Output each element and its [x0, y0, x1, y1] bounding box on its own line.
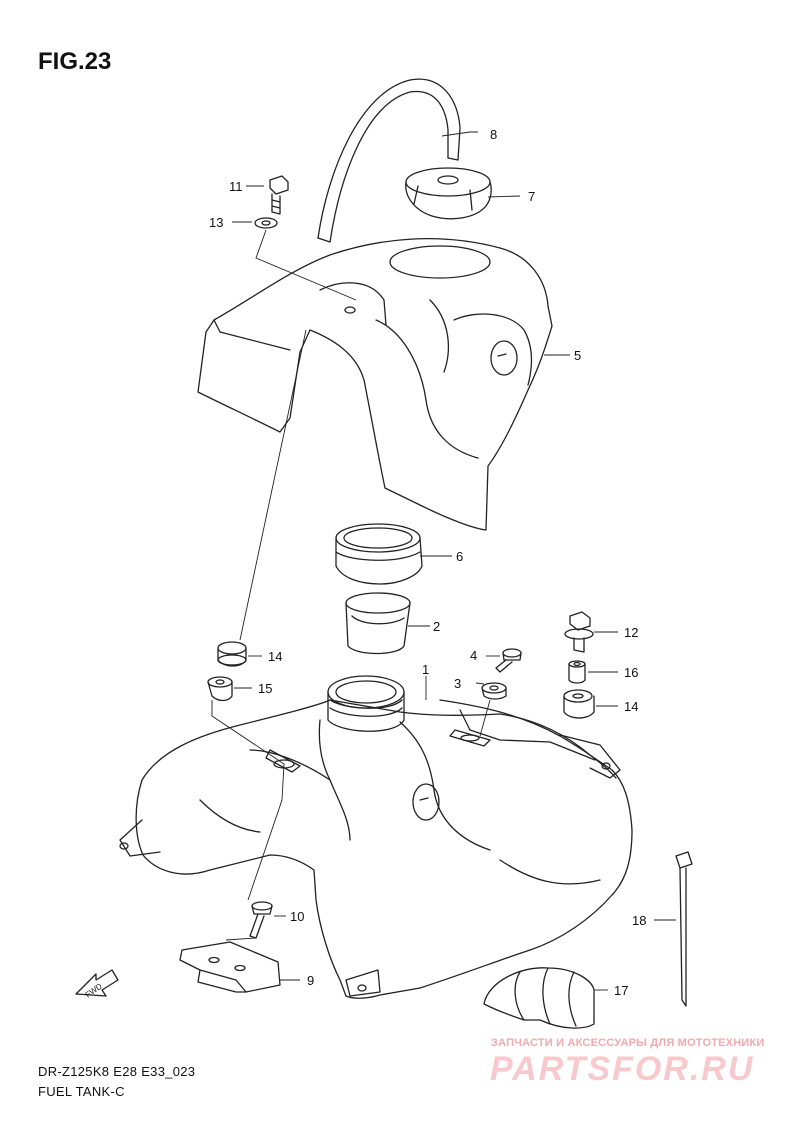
bolt-part-10: [249, 901, 273, 939]
callout-1: 1: [422, 662, 429, 677]
grommet-part-14-right: [563, 689, 595, 719]
callout-7: 7: [528, 189, 535, 204]
screw-part-4: [495, 648, 522, 673]
grommet-part-14-left: [217, 641, 247, 667]
model-code: DR-Z125K8 E28 E33_023: [38, 1064, 196, 1079]
callout-14-right: 14: [624, 699, 638, 714]
callout-18: 18: [632, 913, 646, 928]
callout-16: 16: [624, 665, 638, 680]
bolt-part-11: [269, 175, 289, 215]
callout-10: 10: [290, 909, 304, 924]
watermark-site: PARTSFOR.RU: [490, 1050, 755, 1088]
leader-lines: [211, 131, 676, 991]
bolt-part-12: [564, 611, 594, 653]
cable-tie-part-18: [675, 851, 693, 1007]
callout-13: 13: [209, 215, 223, 230]
callout-2: 2: [433, 619, 440, 634]
callout-14-left: 14: [268, 649, 282, 664]
bracket-part-9: [179, 941, 281, 993]
section-name: FUEL TANK-C: [38, 1084, 125, 1099]
breather-hose-part-8: [317, 78, 461, 243]
protector-part-17: [483, 967, 595, 1029]
callout-8: 8: [490, 127, 497, 142]
callout-4: 4: [470, 648, 477, 663]
fuel-tank-part-1: [119, 675, 633, 999]
callout-5: 5: [574, 348, 581, 363]
fuel-cap-part-7: [405, 167, 492, 220]
callout-17: 17: [614, 983, 628, 998]
cushion-part-3: [481, 682, 507, 700]
strainer-sleeve-part-2: [345, 592, 411, 655]
callout-3: 3: [454, 676, 461, 691]
callout-12: 12: [624, 625, 638, 640]
filler-rubber-part-6: [335, 523, 423, 585]
callout-15: 15: [258, 681, 272, 696]
callout-11: 11: [229, 179, 243, 194]
fwd-arrow-icon: [75, 969, 119, 997]
collar-part-15: [207, 676, 233, 702]
callout-9: 9: [307, 973, 314, 988]
washer-part-13: [254, 217, 278, 229]
callout-labels: 1 2 3 4 5 6 7 8 9 10 11 12 13 14 14 15 1…: [84, 127, 647, 1000]
tank-cover-part-5: [197, 238, 553, 531]
spacer-part-16: [568, 660, 586, 684]
watermark-tagline: ЗАПЧАСТИ И АКСЕССУАРЫ ДЛЯ МОТОТЕХНИКИ: [491, 1037, 765, 1049]
callout-6: 6: [456, 549, 463, 564]
figure-title: FIG.23: [38, 48, 112, 75]
